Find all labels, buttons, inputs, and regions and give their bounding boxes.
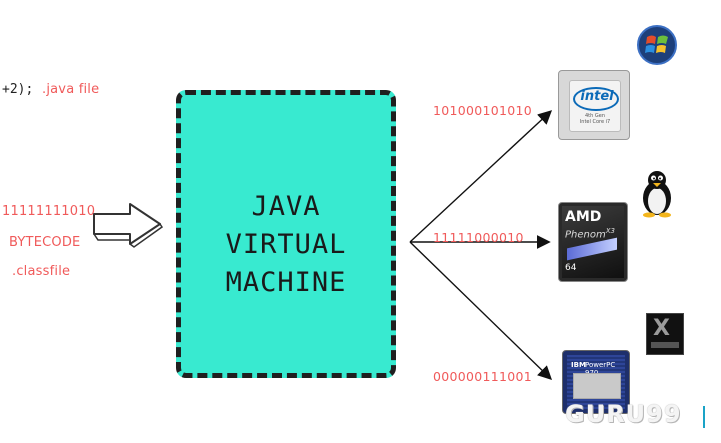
output-arrows xyxy=(409,110,553,380)
intel-caption: 4th Gen Intel Core i7 xyxy=(579,113,611,125)
amd-chip-icon: AMD PhenomX3 64 xyxy=(558,202,628,282)
intel-logo-text: intel xyxy=(580,89,614,104)
watermark-cursor xyxy=(703,406,705,428)
amd-bits-text: 64 xyxy=(565,263,577,273)
linux-tux-icon xyxy=(643,171,671,218)
amd-suffix-text: X3 xyxy=(605,227,615,235)
ibm-powerpc-chip-icon: IBM PowerPC 970 xyxy=(562,350,630,414)
amd-model-text: Phenom xyxy=(565,229,606,241)
input-arrow-icon xyxy=(93,203,164,248)
arrow-to-intel xyxy=(409,110,553,243)
jvm-line-virtual: VIRTUAL xyxy=(225,229,347,260)
binary-output-ibm: 000000111001 xyxy=(433,369,533,384)
bytecode-binary: 11111111010 xyxy=(2,204,96,219)
jvm-line-machine: MACHINE xyxy=(225,267,347,298)
binary-output-amd: 11111000010 xyxy=(433,230,524,245)
mac-osx-icon: X xyxy=(646,313,684,355)
intel-chip-icon: intel 4th Gen Intel Core i7 xyxy=(558,70,630,140)
guru99-watermark: GURU99 xyxy=(565,400,682,428)
classfile-label: .classfile xyxy=(12,264,71,279)
jvm-box xyxy=(176,90,396,378)
ibm-line1: IBM xyxy=(571,361,586,369)
bytecode-label: BYTECODE xyxy=(9,235,81,250)
binary-output-intel: 101000101010 xyxy=(433,103,533,118)
java-file-label: .java file xyxy=(42,82,100,97)
source-code-snippet: +2); xyxy=(2,82,34,97)
arrow-to-ibm xyxy=(409,241,553,380)
windows-logo-icon xyxy=(637,25,677,65)
jvm-line-java: JAVA xyxy=(251,191,321,222)
amd-logo-text: AMD xyxy=(565,209,602,225)
jvm-label: JAVA VIRTUAL MACHINE xyxy=(176,188,396,302)
